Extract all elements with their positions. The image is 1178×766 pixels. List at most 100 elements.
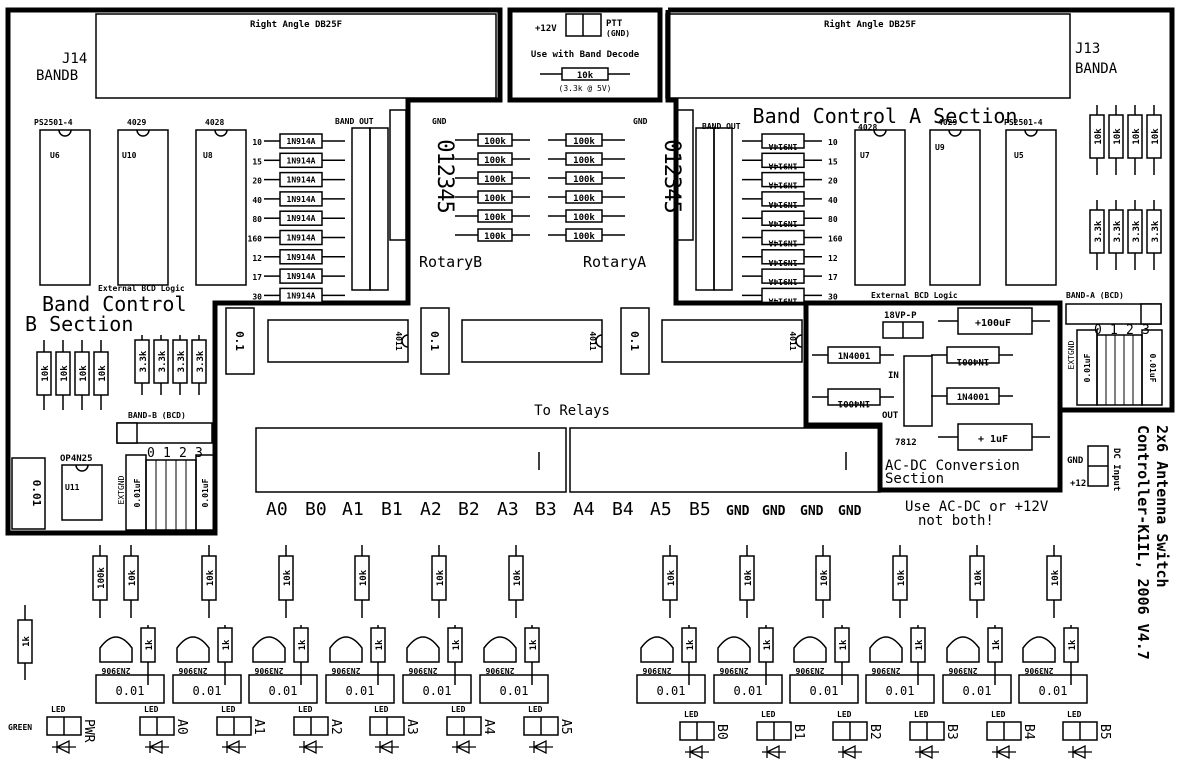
driver-b-4-base-res-label: 1k (992, 639, 1002, 650)
driver-top-res-left-5 (431, 555, 447, 601)
ic-u9 (929, 129, 981, 286)
pwr-led-led-label: LED (51, 705, 66, 714)
acdc-vp-label: 18VP-P (884, 311, 917, 321)
band-a-bcd-pin-1: 1 (1110, 323, 1118, 338)
led-a1-label: A1 (251, 719, 266, 735)
led-a2-diode-icon (299, 739, 323, 755)
rotary-b-resistor-3 (477, 190, 513, 204)
band-b-header-1 (351, 127, 371, 291)
led-b2-label: B2 (867, 724, 882, 740)
ic-4011-label-1: 4011 (588, 331, 597, 350)
decoupling-cap-label-2: 0.1 (628, 331, 641, 351)
driver-top-res-left-4-label: 10k (359, 569, 369, 586)
ic-u6-notch (58, 129, 72, 137)
driver-b-2-transistor-label: 2N3906 (795, 666, 824, 675)
band-b-band-30: 30 (252, 292, 262, 301)
ic-u8-ref: U8 (203, 151, 213, 160)
led-a0-diode-icon (145, 739, 169, 755)
driver-b-0-base-res-label: 1k (686, 639, 696, 650)
band-a-band-30: 30 (828, 292, 838, 301)
driver-b-1-transistor (717, 636, 751, 663)
board-title-line1: 2x6 Antenna Switch (1153, 425, 1171, 588)
ic-u5 (1005, 129, 1057, 286)
relay-pin-b1-label: B1 (381, 499, 403, 520)
driver-a-4-transistor (406, 636, 440, 663)
led-b0-led-label: LED (684, 710, 699, 719)
led-a4-label: A4 (481, 719, 496, 735)
ic-u7-ref: U7 (860, 151, 870, 160)
relay-pin-gnd-label: GND (726, 504, 750, 519)
ic-u9-ref: U9 (935, 143, 945, 152)
driver-b-2-cap-label: 0.01 (810, 684, 839, 698)
board-title-line2: Controller-K1IL, 2006 V4.7 (1134, 425, 1152, 660)
band-b-diode-label: 1N914A (287, 234, 316, 243)
acdc-section-title: AC-DC Conversion (885, 458, 1020, 474)
band-a-res-10k (1127, 114, 1143, 159)
band-b-res-10k-label: 10k (60, 365, 70, 382)
ptt-use-note: Use with Band Decode (531, 49, 640, 60)
ptt-resistor (561, 67, 609, 81)
optocoupler-ref: U11 (65, 483, 80, 492)
driver-b-2-cap (789, 674, 859, 704)
acdc-cap-1uf-label: + 1uF (978, 434, 1008, 445)
relay-pin-a2-label: A2 (420, 499, 442, 520)
driver-a-4-base-res-label: 1k (452, 639, 462, 650)
driver-top-res-right-3-label: 10k (897, 569, 907, 586)
led-b5-diode-icon (1068, 744, 1092, 760)
rotary-b-resistor-1 (477, 152, 513, 166)
acdc-diode-1n4001 (827, 346, 881, 364)
led-a3-diode-icon (375, 739, 399, 755)
dc-input-12-label: +12 (1070, 479, 1086, 489)
decoupling-cap-2 (620, 307, 650, 375)
ic-u5-ref: U5 (1014, 151, 1024, 160)
driver-b-3-cap-label: 0.01 (886, 684, 915, 698)
band-b-band-12: 12 (252, 254, 262, 263)
rotary-b-resistor-0 (477, 133, 513, 147)
rotary-b-resistor-4 (477, 209, 513, 223)
led-a3-led-label: LED (374, 705, 389, 714)
driver-a-0-transistor (99, 636, 133, 663)
band-b-bcd-pin-1: 1 (163, 446, 171, 461)
ic-4011-0 (267, 319, 409, 363)
band-a-res-10k (1146, 114, 1162, 159)
driver-top-res-left-5-label: 10k (436, 569, 446, 586)
driver-b-3-base-res (910, 627, 926, 663)
decoupling-cap-label-0: 0.1 (233, 331, 246, 351)
driver-b-5-transistor (1022, 636, 1056, 663)
driver-a-1-base-res-label: 1k (222, 639, 232, 650)
driver-b-3-base-res-label: 1k (915, 639, 925, 650)
led-b3-led-label: LED (914, 710, 929, 719)
relay-connector-right (569, 427, 881, 493)
driver-a-2-base-res (293, 627, 309, 663)
band-a-diode-label: 1N914A (768, 161, 797, 170)
band-b-res-10k (74, 351, 90, 396)
led-a5-led-label: LED (528, 705, 543, 714)
band-a-band-20: 20 (828, 177, 838, 186)
led-a3-label: A3 (404, 719, 419, 735)
ic-u5-part: PS2501-4 (1004, 118, 1043, 127)
rotary-a-label: RotaryA (583, 253, 646, 271)
connector-ref-j14: J14 (62, 51, 87, 67)
band-a-band-80: 80 (828, 215, 838, 224)
band-a-extgnd: EXTGND (1067, 340, 1076, 369)
driver-b-0-base-res (681, 627, 697, 663)
rotary-a-resistor-4-label: 100k (573, 213, 595, 223)
driver-b-2-base-res-label: 1k (839, 639, 849, 650)
band-a-cap2 (1141, 329, 1163, 406)
band-b-diode-label: 1N914A (287, 176, 316, 185)
pwr-led-label: PWR (81, 719, 96, 743)
led-a5-label: A5 (558, 719, 573, 735)
driver-b-2-base-res (834, 627, 850, 663)
band-a-res-3k3-label: 3.3k (1151, 220, 1161, 242)
band-a-diode-label: 1N914A (768, 296, 797, 305)
band-b-bcd-pin (116, 422, 138, 444)
band-a-bcd-label: BAND-A (BCD) (1066, 291, 1124, 300)
band-a-diode-label: 1N914A (768, 142, 797, 151)
rotary-b-resistor-5-label: 100k (484, 232, 506, 242)
band-a-res-3k3 (1146, 209, 1162, 254)
band-b-res-3k3-label: 3.3k (139, 350, 149, 372)
driver-top-res-left-2 (201, 555, 217, 601)
driver-top-res-right-0-label: 10k (667, 569, 677, 586)
rotary-a-resistor-5-label: 100k (573, 232, 595, 242)
